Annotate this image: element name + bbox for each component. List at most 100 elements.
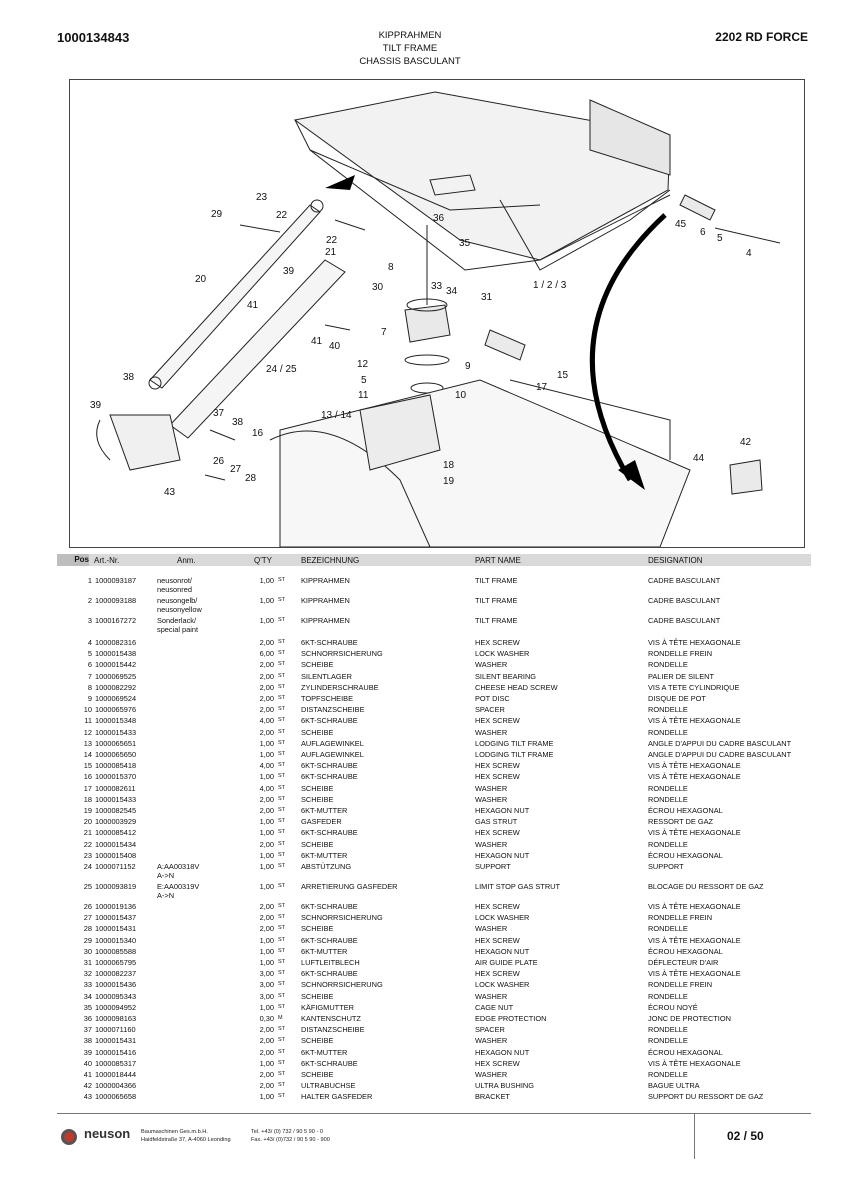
cell-pos: 30 (83, 946, 92, 956)
callout-27: 27 (230, 464, 242, 475)
cell-part: SPACER (475, 705, 505, 715)
cell-qty: 1,00 (259, 882, 274, 891)
cell-part: HEX SCREW (475, 935, 520, 945)
callout-43: 43 (164, 487, 176, 498)
cell-qty: 2,00 (259, 839, 274, 849)
cell-part: SILENT BEARING (475, 671, 537, 681)
cell-des: ÉCROU HEXAGONAL (648, 850, 723, 860)
cell-pos: 38 (83, 1036, 92, 1046)
cell-unit: ST (278, 925, 286, 932)
cell-qty: 2,00 (259, 1081, 274, 1091)
cell-pos: 41 (83, 1070, 92, 1079)
callout-24-25: 24 / 25 (266, 364, 297, 375)
cell-des: RONDELLE (648, 839, 688, 849)
cell-part: HEXAGON NUT (475, 850, 530, 860)
cell-qty: 2,00 (259, 1036, 274, 1046)
cell-unit: ST (278, 883, 286, 889)
cell-des: ÉCROU HEXAGONAL (648, 1047, 723, 1057)
callout-20: 20 (195, 274, 207, 285)
cell-art: 1000082316 (95, 638, 137, 647)
callout-17: 17 (536, 382, 548, 393)
cell-unit: ST (278, 936, 286, 943)
cell-qty: 1,00 (259, 1058, 274, 1068)
cell-bez: SILENTLAGER (301, 671, 352, 681)
callout-33: 33 (431, 281, 443, 292)
cell-unit: ST (278, 947, 286, 954)
cell-unit: ST (278, 1071, 286, 1077)
cell-qty: 1,00 (259, 935, 274, 945)
callout-37: 37 (213, 408, 225, 419)
cell-qty: 2,00 (259, 660, 274, 670)
cell-qty: 1,00 (259, 750, 274, 759)
cell-pos: 40 (83, 1058, 92, 1068)
cell-unit: M (278, 1015, 283, 1021)
cell-bez: KIPPRAHMEN (301, 596, 350, 605)
callout-22: 22 (326, 235, 338, 246)
cell-qty: 2,00 (259, 727, 274, 737)
cell-qty: 1,00 (259, 817, 274, 827)
cell-unit: ST (278, 751, 286, 757)
cell-art: 1000085418 (95, 761, 137, 771)
cell-art: 1000004366 (95, 1081, 137, 1091)
cell-art: 1000071152 (95, 862, 136, 871)
cell-part: TILT FRAME (475, 596, 518, 605)
cell-des: RONDELLE (648, 660, 688, 670)
cell-part: LOCK WASHER (475, 980, 530, 990)
cell-bez: SCHEIBE (301, 924, 334, 934)
cell-pos: 33 (83, 980, 92, 990)
cell-bez: SCHEIBE (301, 991, 334, 1001)
cell-art: 1000065658 (95, 1092, 137, 1102)
page-number: 02 / 50 (727, 1129, 764, 1143)
cell-pos: 4 (87, 638, 92, 647)
cell-part: SPACER (475, 1025, 505, 1035)
cell-bez: TOPFSCHEIBE (301, 694, 354, 703)
cell-art: 1000082292 (95, 682, 137, 692)
cell-bez: KANTENSCHUTZ (301, 1014, 361, 1023)
cell-art: 1000065651 (95, 738, 137, 748)
cell-bez: SCHNORRSICHERUNG (301, 913, 383, 923)
callout-45: 45 (675, 219, 687, 230)
cell-part: LOCK WASHER (475, 649, 530, 659)
cell-unit: ST (278, 661, 286, 668)
cell-bez: 6KT-SCHRAUBE (301, 902, 358, 911)
cell-art: 1000094952 (95, 1002, 137, 1012)
callout-12: 12 (357, 359, 369, 370)
cell-pos: 31 (83, 958, 92, 967)
cell-anm: Sonderlack/ special paint (157, 616, 199, 634)
cell-des: JONC DE PROTECTION (648, 1014, 731, 1023)
cell-art: 1000003929 (95, 817, 137, 827)
callout-38: 38 (123, 372, 135, 383)
cell-art: 1000071160 (95, 1025, 136, 1035)
cell-bez: 6KT-SCHRAUBE (301, 772, 358, 782)
cell-part: HEX SCREW (475, 828, 520, 838)
cell-part: WASHER (475, 839, 508, 849)
cell-unit: ST (278, 970, 286, 977)
cell-bez: KÄFIGMUTTER (301, 1002, 354, 1012)
tel: Tel. +43/ (0) 732 / 90 5 90 - 0 (251, 1129, 323, 1135)
callout-6: 6 (700, 227, 706, 238)
brand-name: neuson (84, 1126, 131, 1141)
cell-art: 1000015436 (95, 980, 137, 990)
cell-pos: 2 (87, 596, 92, 605)
cell-anm: A:AA00318V A->N (157, 862, 200, 880)
callout-41: 41 (311, 336, 323, 347)
cell-qty: 3,00 (259, 991, 274, 1001)
cell-pos: 5 (87, 649, 92, 659)
cell-pos: 9 (87, 694, 92, 703)
cell-bez: SCHEIBE (301, 1070, 334, 1079)
cell-bez: 6KT-MUTTER (301, 850, 348, 860)
cell-part: TILT FRAME (475, 616, 518, 625)
cell-des: ÉCROU HEXAGONAL (648, 946, 723, 956)
cell-des: RONDELLE FREIN (648, 649, 713, 659)
cell-qty: 3,00 (259, 980, 274, 990)
cell-bez: ARRETIERUNG GASFEDER (301, 882, 398, 891)
cell-part: WASHER (475, 727, 508, 737)
cell-unit: ST (278, 795, 286, 802)
cell-bez: SCHEIBE (301, 839, 334, 849)
cell-unit: ST (278, 829, 286, 836)
callout-21: 21 (325, 247, 337, 258)
cell-part: HEX SCREW (475, 761, 520, 771)
cell-des: ÉCROU NOYÉ (648, 1002, 698, 1012)
cell-qty: 2,00 (259, 794, 274, 804)
